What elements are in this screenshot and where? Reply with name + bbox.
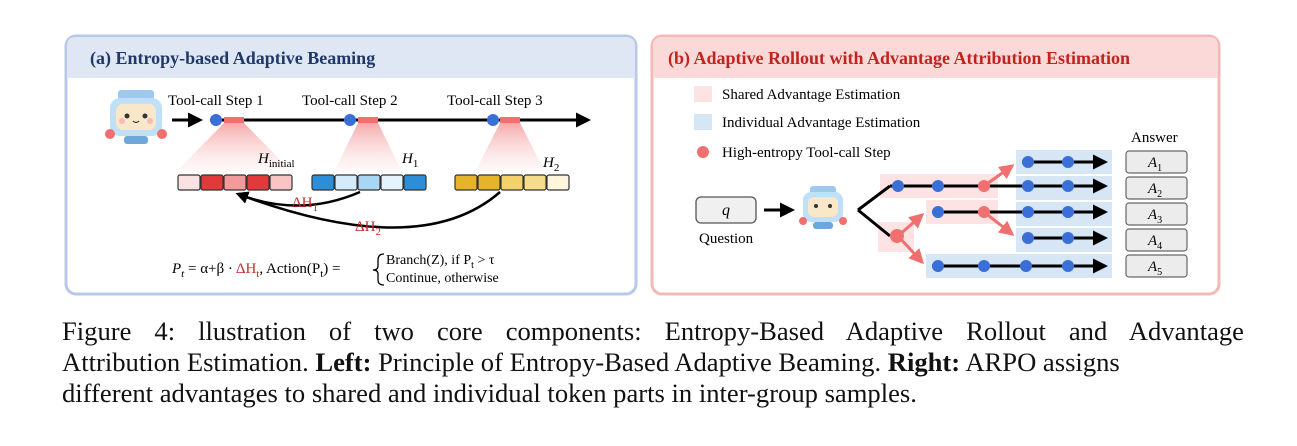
delta-h2-label: ΔH2 <box>355 219 381 238</box>
answer-label: A5 <box>1147 259 1162 278</box>
formula-continue: Continue, otherwise <box>386 271 499 286</box>
robot-icon <box>105 90 167 144</box>
high-entropy-node <box>978 180 990 192</box>
query-label: q <box>722 202 730 219</box>
formula-branch: Branch(Z), if Pt > τ <box>386 253 495 271</box>
h2-label: H2 <box>542 155 559 174</box>
figure-diagram: (a) Entropy-based Adaptive Beaming <box>64 34 1221 296</box>
step-node <box>487 114 499 126</box>
caption-text: ARPO assigns <box>960 347 1120 377</box>
formula: Pt = α+β · ΔHt, Action(Pt) = <box>171 261 340 280</box>
right-panel-title: (b) Adaptive Rollout with Advantage Attr… <box>668 48 1130 69</box>
answer-label: A3 <box>1147 207 1162 226</box>
h-initial-label: Hinitial <box>257 151 295 170</box>
robot-icon <box>799 186 847 229</box>
answer-label: A2 <box>1147 181 1162 200</box>
answer-header: Answer <box>1131 130 1178 146</box>
high-entropy-node <box>978 206 990 218</box>
query-box <box>695 196 757 224</box>
high-entropy-node <box>890 229 904 243</box>
caption-text: Attribution Estimation. <box>62 347 316 377</box>
answer-boxes <box>1125 150 1188 278</box>
formula-brace <box>372 253 385 286</box>
question-label: Question <box>699 231 754 247</box>
token-bar-initial <box>177 174 293 191</box>
step-node <box>210 114 222 126</box>
legend-label: High-entropy Tool-call Step <box>722 145 891 161</box>
step-label: Tool-call Step 1 <box>168 93 264 109</box>
left-panel: (a) Entropy-based Adaptive Beaming <box>64 34 638 296</box>
answer-label: A4 <box>1147 233 1162 252</box>
legend-swatch-shared <box>694 86 712 102</box>
delta-h1-label: ΔH1 <box>292 195 318 214</box>
step-label: Tool-call Step 3 <box>447 93 543 109</box>
legend-swatch-individual <box>694 114 712 130</box>
legend-label: Individual Advantage Estimation <box>722 115 921 131</box>
caption-right-label: Right: <box>887 347 961 377</box>
right-panel: (b) Adaptive Rollout with Advantage Attr… <box>650 34 1221 296</box>
token-bar-h2 <box>454 174 570 191</box>
figure-caption: Figure 4: llustration of two core compon… <box>62 316 1244 409</box>
h1-label: H1 <box>401 151 418 170</box>
caption-text: different advantages to shared and indiv… <box>62 378 917 408</box>
legend-dot-high-entropy <box>697 146 709 158</box>
legend-label: Shared Advantage Estimation <box>722 87 901 103</box>
step-label: Tool-call Step 2 <box>302 93 398 109</box>
left-panel-title: (a) Entropy-based Adaptive Beaming <box>90 48 375 69</box>
caption-text: Principle of Entropy-Based Adaptive Beam… <box>371 347 888 377</box>
answer-label: A1 <box>1147 155 1162 174</box>
step-node <box>344 114 356 126</box>
token-bar-h1 <box>311 174 427 191</box>
caption-line-1: Figure 4: llustration of two core compon… <box>62 316 1244 346</box>
caption-left-label: Left: <box>315 347 372 377</box>
